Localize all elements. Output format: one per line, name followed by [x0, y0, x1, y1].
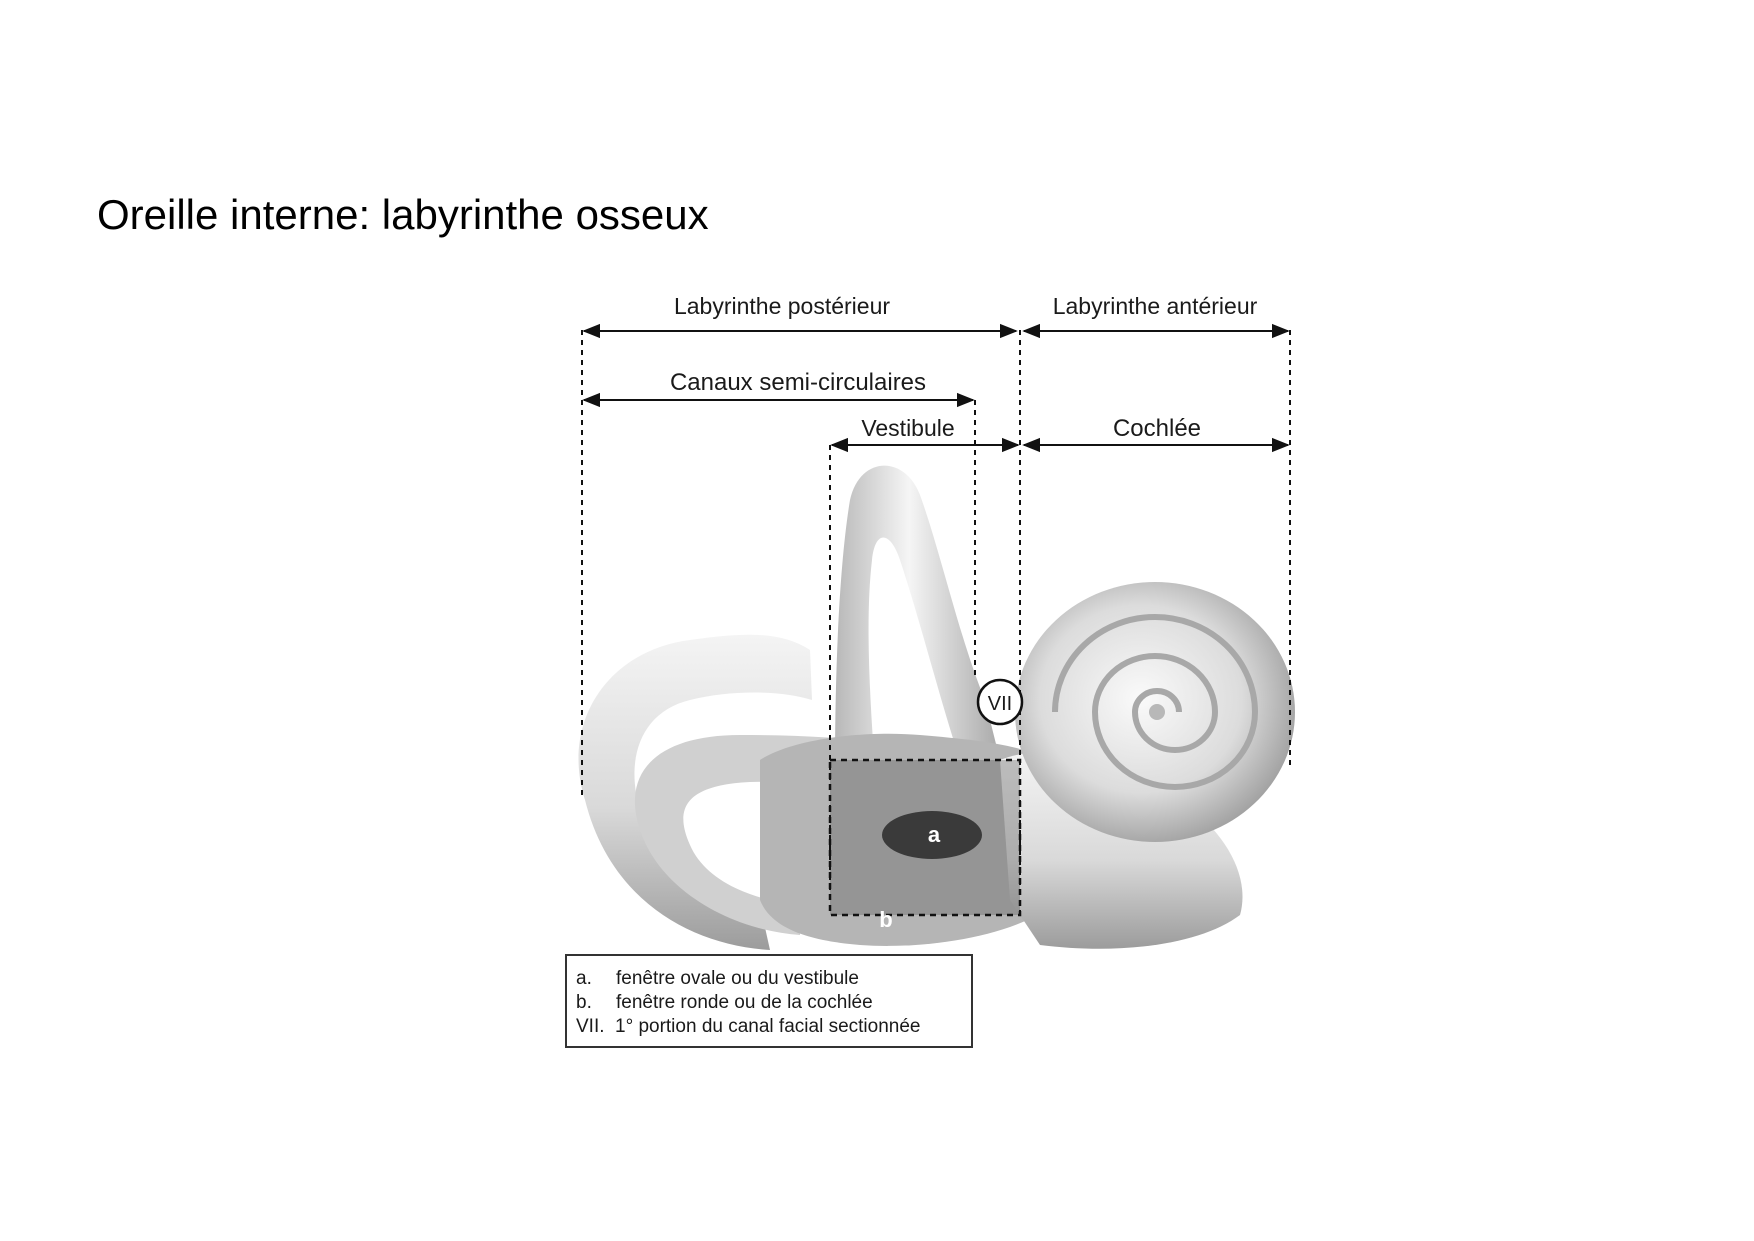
label-semicircular-canals: Canaux semi-circulaires [670, 369, 926, 396]
legend-key-b: b. [576, 992, 592, 1013]
marker-facial-canal: VII [988, 693, 1012, 715]
facial-canal-marker: VII [976, 678, 1024, 726]
dimension-guides [581, 330, 1291, 917]
marker-oval-window: a [928, 822, 941, 847]
posterior-semicircular-canal [578, 634, 812, 950]
legend-key-a: a. [576, 968, 592, 989]
legend: a. fenêtre ovale ou du vestibule b. fenê… [565, 954, 973, 1048]
legend-text-vii: 1° portion du canal facial sectionnée [615, 1016, 920, 1037]
dimension-arrows [582, 323, 1290, 453]
legend-text-a: fenêtre ovale ou du vestibule [616, 968, 859, 989]
label-anterior-labyrinth: Labyrinthe antérieur [1053, 293, 1258, 319]
label-vestibule: Vestibule [861, 415, 954, 441]
superior-semicircular-canal [835, 465, 1000, 770]
legend-key-vii: VII. [576, 1016, 605, 1037]
legend-text-b: fenêtre ronde ou de la cochlée [616, 992, 873, 1013]
bony-labyrinth-illustration [578, 465, 1295, 950]
oval-window [882, 811, 982, 859]
marker-round-window: b [879, 907, 892, 932]
label-posterior-labyrinth: Labyrinthe postérieur [674, 293, 890, 319]
cochlea-spiral [1015, 582, 1295, 842]
label-cochlea: Cochlée [1113, 415, 1201, 442]
slide-title: Oreille interne: labyrinthe osseux [97, 191, 709, 238]
